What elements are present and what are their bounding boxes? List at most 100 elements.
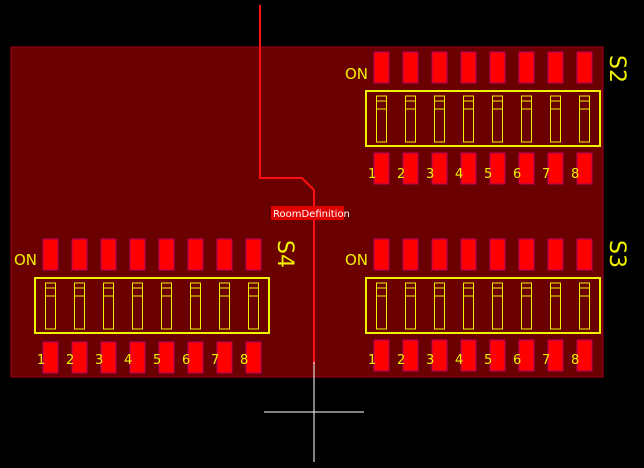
s4-pin-number: 3 <box>95 353 103 368</box>
s4-switch-slot <box>219 282 230 330</box>
s2-pin-number: 2 <box>397 167 405 182</box>
s4-bottom-pad[interactable] <box>187 341 204 374</box>
s2-switch-actuator <box>550 100 561 110</box>
s3-top-pad[interactable] <box>431 238 448 271</box>
s3-bottom-pad[interactable] <box>431 339 448 372</box>
s2-top-pad[interactable] <box>576 51 593 84</box>
net-trace-roomdefinition[interactable] <box>259 5 315 364</box>
s2-bottom-pads <box>373 152 593 185</box>
s2-top-pad[interactable] <box>373 51 390 84</box>
s3-pin-number: 7 <box>542 353 550 368</box>
s4-switch-slot <box>248 282 259 330</box>
s2-bottom-pad[interactable] <box>547 152 564 185</box>
s4-switch-actuator <box>103 287 114 297</box>
s4-switch-actuator <box>248 287 259 297</box>
s3-bottom-pad[interactable] <box>518 339 535 372</box>
s2-designator: S2 <box>604 55 629 83</box>
s3-bottom-pad[interactable] <box>576 339 593 372</box>
s4-bottom-pad[interactable] <box>100 341 117 374</box>
s3-top-pad[interactable] <box>489 238 506 271</box>
s3-switch-slot <box>463 282 474 330</box>
s2-top-pad[interactable] <box>460 51 477 84</box>
s2-switch-slots <box>376 95 590 143</box>
s2-top-pad[interactable] <box>402 51 419 84</box>
s4-top-pad[interactable] <box>100 238 117 271</box>
s3-pin-number: 6 <box>513 353 521 368</box>
s3-switch-actuator <box>376 287 387 297</box>
s2-bottom-pad[interactable] <box>518 152 535 185</box>
s2-bottom-pad[interactable] <box>576 152 593 185</box>
s3-switch-slot <box>376 282 387 330</box>
s2-top-pads <box>373 51 593 84</box>
s3-switch-slot <box>521 282 532 330</box>
s4-top-pad[interactable] <box>216 238 233 271</box>
s3-bottom-pad[interactable] <box>489 339 506 372</box>
s2-pin-number: 7 <box>542 167 550 182</box>
s4-top-pads <box>42 238 262 271</box>
s4-top-pad[interactable] <box>129 238 146 271</box>
s3-switch-slot <box>405 282 416 330</box>
s3-designator: S3 <box>604 240 629 268</box>
s4-switch-slot <box>132 282 143 330</box>
s4-switch-slot <box>45 282 56 330</box>
s2-pin-number: 6 <box>513 167 521 182</box>
s2-pin-number: 1 <box>368 167 376 182</box>
s4-top-pad[interactable] <box>71 238 88 271</box>
s3-switch-actuator <box>405 287 416 297</box>
net-label[interactable]: RoomDefinition <box>271 206 350 220</box>
s2-top-pad[interactable] <box>489 51 506 84</box>
s4-top-pad[interactable] <box>158 238 175 271</box>
s2-top-pad[interactable] <box>431 51 448 84</box>
s4-switch-actuator <box>161 287 172 297</box>
s4-pin-number: 4 <box>124 353 132 368</box>
s4-bottom-pad[interactable] <box>129 341 146 374</box>
s2-bottom-pad[interactable] <box>373 152 390 185</box>
s2-pin-number: 5 <box>484 167 492 182</box>
s2-bottom-pad[interactable] <box>402 152 419 185</box>
s2-top-pad[interactable] <box>547 51 564 84</box>
s4-bottom-pad[interactable] <box>245 341 262 374</box>
s2-switch-slot <box>434 95 445 143</box>
s4-switch-slots <box>45 282 259 330</box>
s3-top-pad[interactable] <box>402 238 419 271</box>
s3-switch-slot <box>579 282 590 330</box>
s4-top-pad[interactable] <box>245 238 262 271</box>
s2-pin-number: 4 <box>455 167 463 182</box>
s4-top-pad[interactable] <box>187 238 204 271</box>
s4-top-pad[interactable] <box>42 238 59 271</box>
s3-switch-slot <box>492 282 503 330</box>
s3-bottom-pad[interactable] <box>373 339 390 372</box>
s3-top-pad[interactable] <box>518 238 535 271</box>
s4-switch-slot <box>161 282 172 330</box>
s3-bottom-pad[interactable] <box>402 339 419 372</box>
s4-designator: S4 <box>272 240 297 268</box>
s3-top-pad[interactable] <box>460 238 477 271</box>
s3-switch-actuator <box>521 287 532 297</box>
s4-bottom-pad[interactable] <box>42 341 59 374</box>
s2-top-pad[interactable] <box>518 51 535 84</box>
s3-top-pad[interactable] <box>576 238 593 271</box>
s4-bottom-pad[interactable] <box>71 341 88 374</box>
s4-pin-number: 8 <box>240 353 248 368</box>
s3-switch-actuator <box>579 287 590 297</box>
s2-bottom-pad[interactable] <box>460 152 477 185</box>
s2-bottom-pad[interactable] <box>431 152 448 185</box>
s2-bottom-pad[interactable] <box>489 152 506 185</box>
s2-switch-actuator <box>376 100 387 110</box>
s3-on-label: ON <box>345 251 368 269</box>
s4-switch-actuator <box>132 287 143 297</box>
s3-bottom-pad[interactable] <box>547 339 564 372</box>
s4-bottom-pad[interactable] <box>216 341 233 374</box>
s3-switch-actuator <box>434 287 445 297</box>
s3-top-pad[interactable] <box>373 238 390 271</box>
s4-bottom-pad[interactable] <box>158 341 175 374</box>
s2-pin-number: 3 <box>426 167 434 182</box>
s3-top-pad[interactable] <box>547 238 564 271</box>
s3-bottom-pad[interactable] <box>460 339 477 372</box>
